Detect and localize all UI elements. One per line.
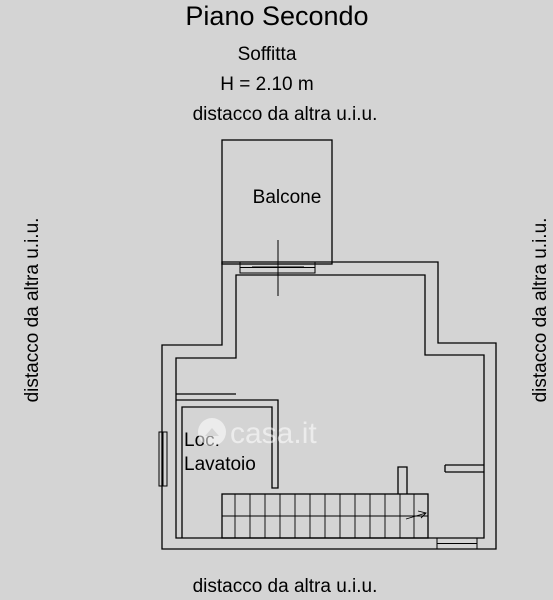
- crosshair-marker: [252, 240, 304, 296]
- outer-wall: [161, 261, 497, 550]
- staircase: [221, 493, 429, 539]
- bottom-door: [436, 537, 478, 550]
- stair-arrow-icon: [405, 510, 427, 520]
- boundary-bottom-label: distacco da altra u.i.u.: [193, 576, 378, 597]
- height-label: H = 2.10 m: [220, 74, 313, 95]
- laundry-partition: [158, 399, 279, 538]
- laundry-label-line2: Lavatoio: [184, 454, 256, 475]
- duct-element: [397, 466, 408, 494]
- boundary-left-label: distacco da altra u.i.u.: [22, 218, 43, 403]
- floor-title: Piano Secondo: [185, 1, 368, 31]
- room-type-label: Soffitta: [238, 44, 297, 65]
- watermark-text: casa.it: [230, 417, 317, 450]
- partition-right: [444, 464, 484, 473]
- boundary-top-label: distacco da altra u.i.u.: [193, 104, 378, 125]
- balcony-label: Balcone: [253, 187, 322, 208]
- watermark: casa.it: [198, 417, 317, 450]
- boundary-right-label: distacco da altra u.i.u.: [530, 218, 551, 403]
